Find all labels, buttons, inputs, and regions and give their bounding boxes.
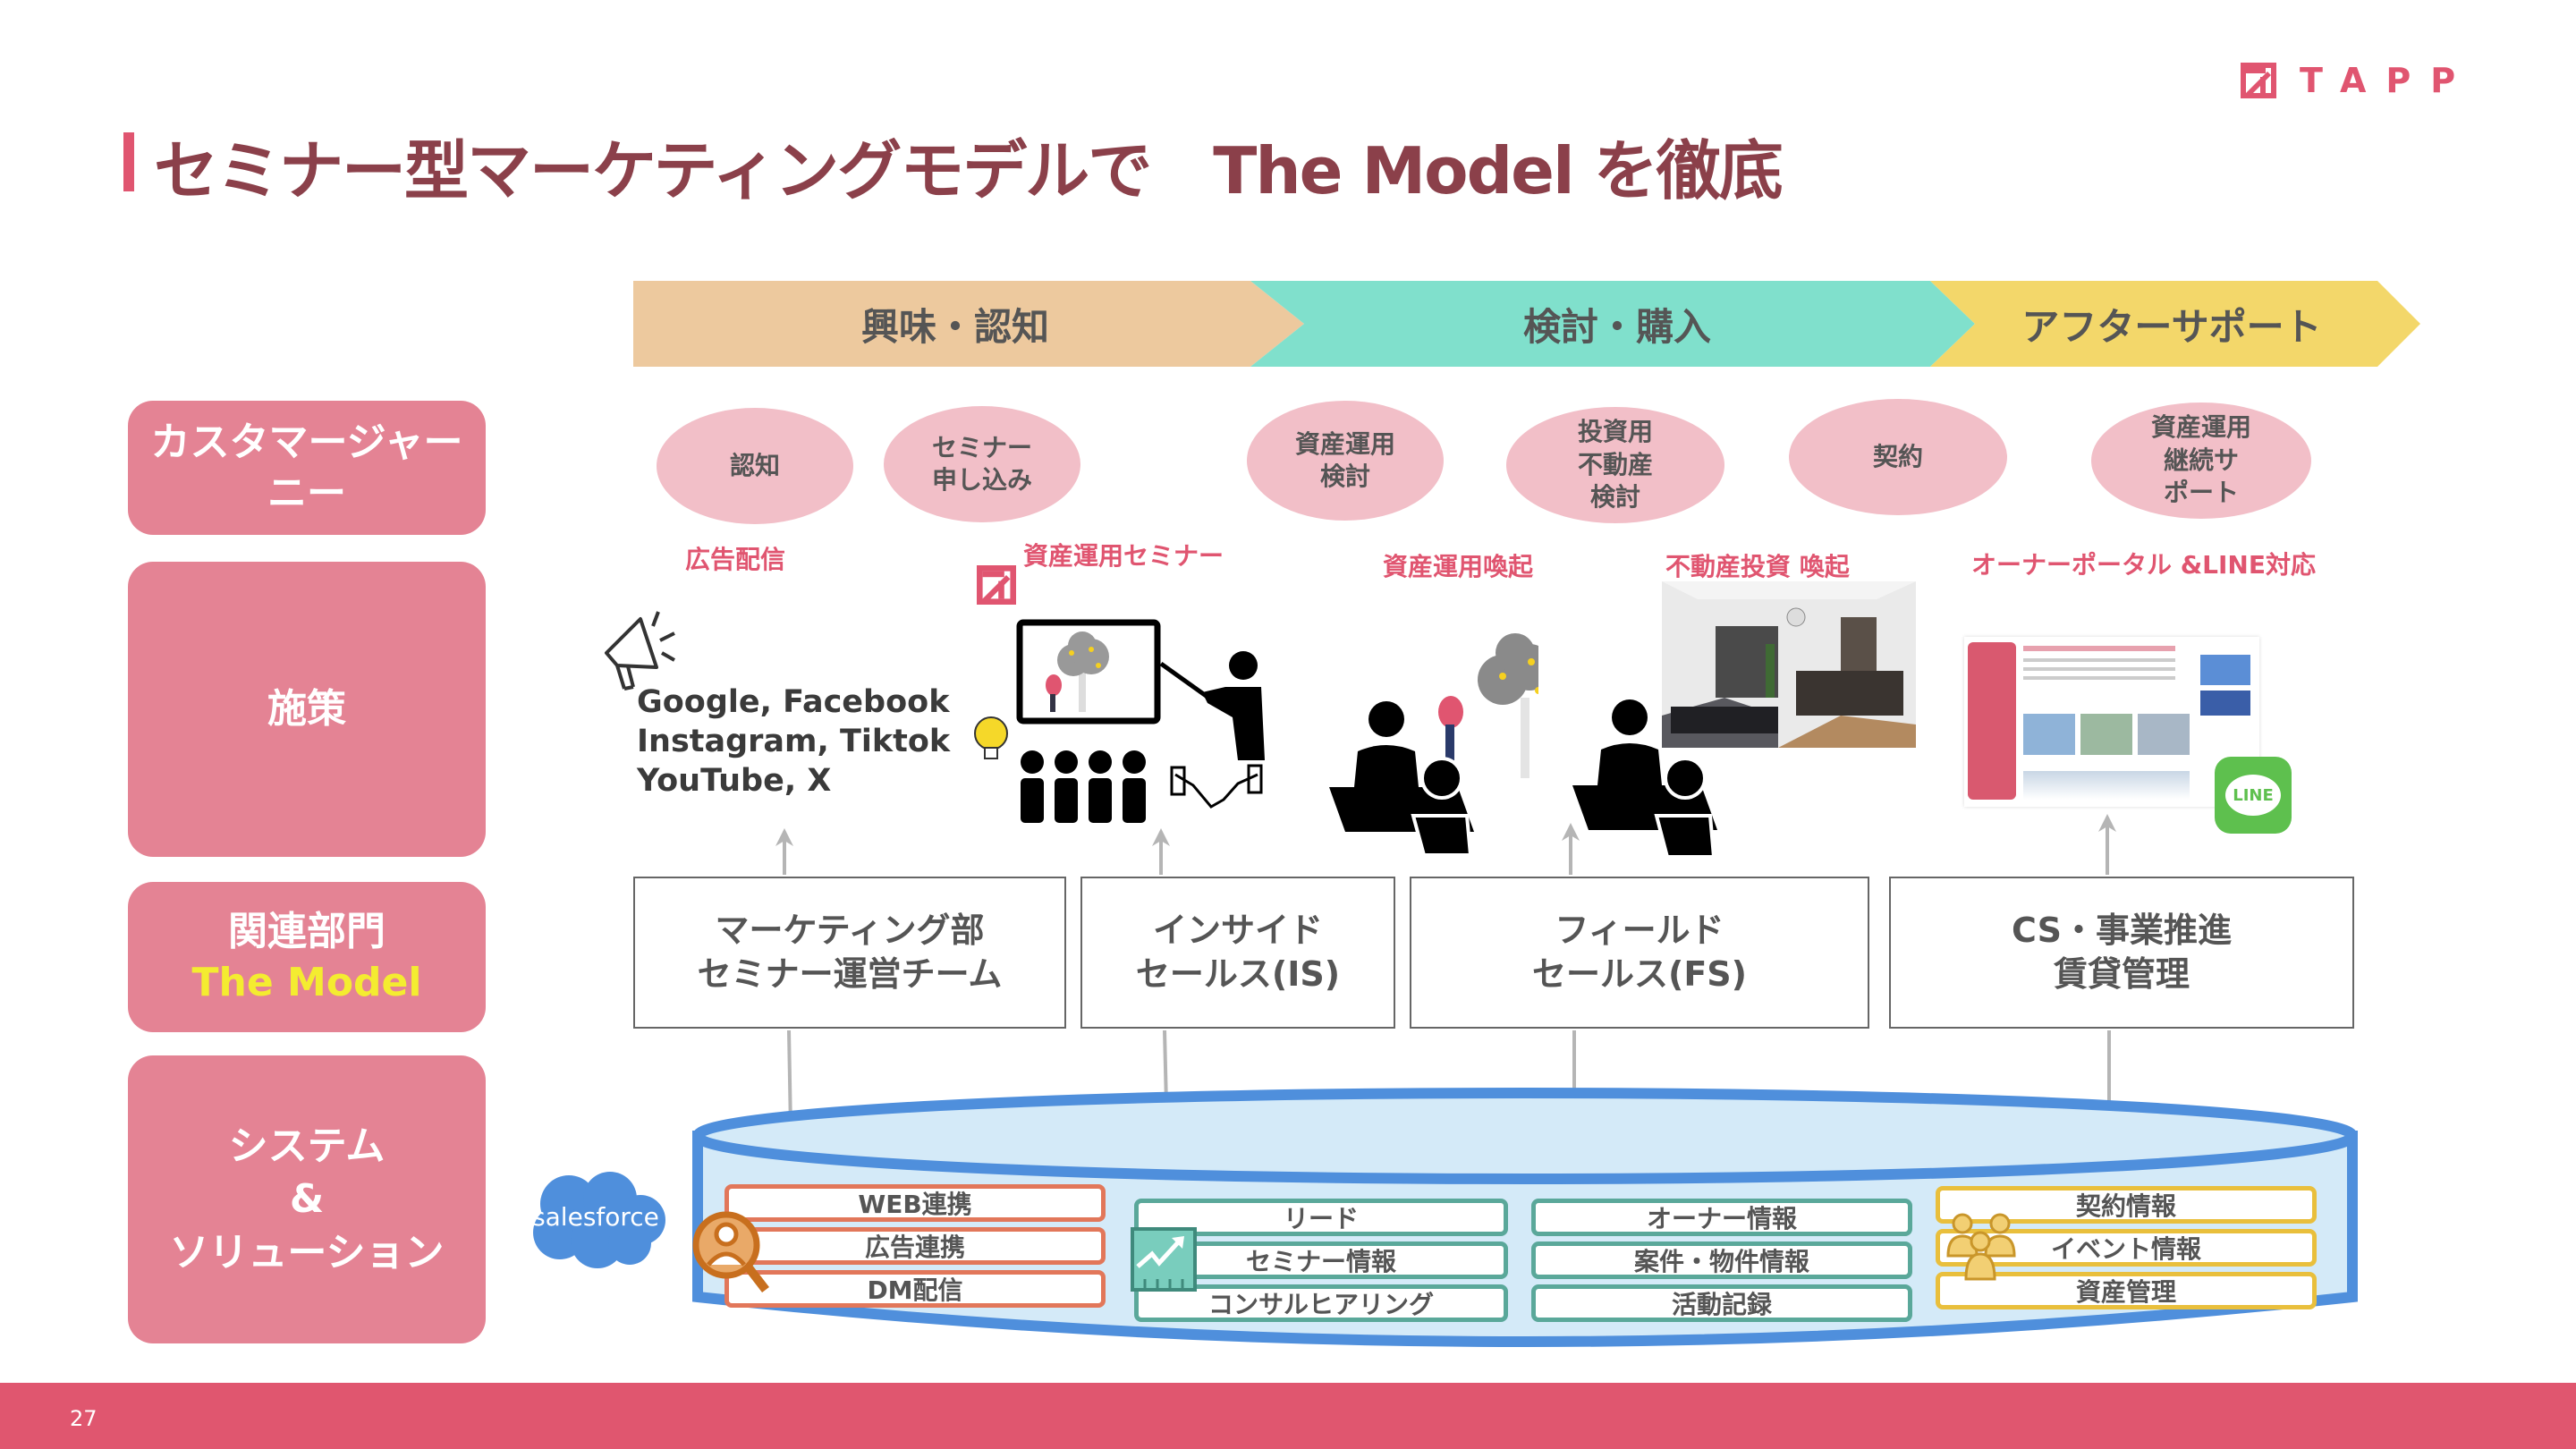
category-departments: 関連部門 The Model (128, 882, 486, 1032)
portal-sidebar (1968, 642, 2016, 800)
measure-label-ads: 広告配信 (685, 545, 786, 574)
stage-chevron-bar: 興味・認知 検討・購入 アフターサポート (633, 281, 2422, 367)
db-item: 広告連携 (724, 1227, 1106, 1265)
money-tree-icon (1438, 633, 1538, 778)
apartment-room-photo (1662, 581, 1916, 748)
measure-label-asset-awaken: 資産運用喚起 (1383, 552, 1534, 581)
stage-consider: 検討・購入 (1522, 304, 1711, 349)
db-group-marketing: WEB連携 広告連携 DM配信 (724, 1184, 1106, 1308)
line-app-icon: LINE (2215, 757, 2292, 834)
stage-interest: 興味・認知 (860, 304, 1049, 349)
the-model-label: The Model (191, 960, 422, 1005)
journey-oval-asset-consider: 資産運用 検討 (1247, 401, 1444, 521)
category-label: システム & ソリューション (169, 1123, 445, 1275)
title-accent-bar (123, 132, 134, 191)
category-system-solution: システム & ソリューション (128, 1055, 486, 1343)
db-item: DM配信 (724, 1270, 1106, 1308)
stage-after-shape (1930, 281, 2420, 367)
category-label: カスタマージャーニー (150, 419, 463, 516)
dept-cs-business: CS・事業推進 賃貸管理 (1889, 877, 2354, 1029)
db-item: 案件・物件情報 (1531, 1241, 1912, 1279)
stage-chevrons-shape (633, 281, 2420, 367)
stage-consider-shape (1250, 281, 1975, 367)
logo-text: TAPP (2300, 61, 2476, 100)
page-title: セミナー型マーケティングモデルで The Model を徹底 (154, 133, 1784, 208)
footer-bar (0, 1383, 2576, 1449)
handshake-icon (1170, 764, 1263, 809)
measure-label-owner-portal-line: オーナーポータル &LINE対応 (1971, 550, 2316, 580)
db-group-field-sales: オーナー情報 案件・物件情報 活動記録 (1531, 1199, 1912, 1322)
dept-field-sales: フィールド セールス(FS) (1410, 877, 1869, 1029)
owner-portal-screenshot (1964, 637, 2259, 807)
db-item: 活動記録 (1531, 1284, 1912, 1322)
people-group-icon (1946, 1213, 2016, 1281)
category-measures: 施策 (128, 562, 486, 857)
journey-oval-awareness: 認知 (657, 408, 853, 524)
audience-icon (1021, 750, 1146, 823)
stage-aftersupport: アフターサポート (2021, 304, 2322, 349)
category-label: 関連部門 (228, 908, 386, 954)
stage-interest-shape (633, 281, 1304, 367)
dept-marketing: マーケティング部 セミナー運営チーム (633, 877, 1066, 1029)
category-customer-journey: カスタマージャーニー (128, 401, 486, 535)
seminar-presentation-illustration (974, 619, 1265, 823)
category-label: 施策 (267, 686, 346, 733)
journey-oval-realestate-consider: 投資用 不動産 検討 (1506, 407, 1724, 523)
dept-inside-sales: インサイド セールス(IS) (1080, 877, 1395, 1029)
portal-property-thumb (2023, 714, 2075, 755)
megaphone-icon (605, 611, 675, 691)
salesforce-logo: salesforce (524, 1168, 667, 1270)
portal-news-header (2023, 646, 2175, 651)
journey-oval-contract: 契約 (1789, 399, 2007, 515)
measure-label-seminar: 資産運用セミナー (1023, 541, 1224, 571)
salesforce-label: salesforce (532, 1202, 659, 1232)
lightbulb-icon (974, 716, 1008, 759)
ad-media-channels: Google, Facebook Instagram, Tiktok YouTu… (637, 684, 951, 799)
portal-property-thumb (2138, 714, 2190, 755)
asset-consultation-illustration (1329, 633, 1538, 857)
portal-banner (2200, 691, 2250, 716)
meeting-icon (1329, 701, 1474, 857)
portal-property-thumb (2080, 714, 2132, 755)
tapp-logo: TAPP (2241, 61, 2475, 100)
page-number: 27 (70, 1406, 97, 1431)
growth-chart-icon (1131, 1227, 1197, 1292)
journey-oval-continued-support: 資産運用 継続サ ポート (2091, 402, 2311, 519)
journey-oval-seminar-apply: セミナー 申し込み (884, 406, 1080, 522)
money-tree-icon (1046, 631, 1109, 712)
db-item: WEB連携 (724, 1184, 1106, 1222)
tapp-logo-small-icon (977, 565, 1016, 605)
realestate-consultation-icon (1572, 699, 1717, 859)
portal-banner (2200, 655, 2250, 685)
measure-label-realestate-awaken: 不動産投資 喚起 (1665, 552, 1850, 581)
tapp-logo-mark-icon (2241, 63, 2276, 98)
db-item: オーナー情報 (1531, 1199, 1912, 1236)
user-search-icon (692, 1211, 769, 1293)
db-item: 資産管理 (1936, 1272, 2317, 1309)
salesforce-cloud-icon (533, 1172, 665, 1268)
line-label: LINE (2225, 775, 2281, 816)
